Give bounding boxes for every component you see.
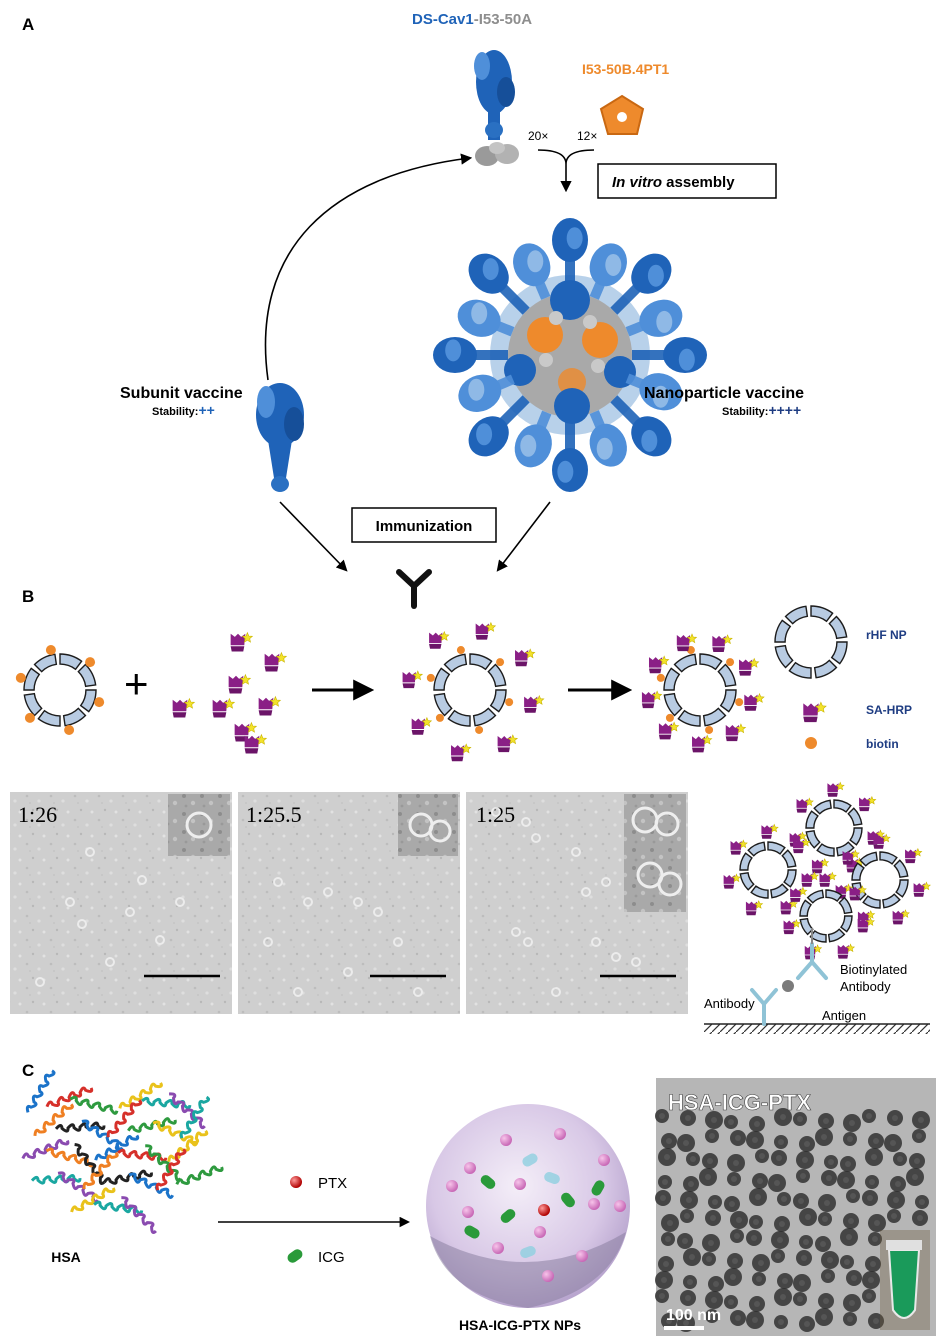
ratio-left: 20×	[528, 129, 548, 143]
legend-sahrp: SA-HRP	[866, 703, 912, 717]
hsa-icg-ptx-tem-image: HSA-ICG-PTX 100 nm	[655, 1078, 936, 1336]
legend-rhf: rHF NP	[866, 628, 907, 642]
tem-ratio-2: 1:25.5	[246, 802, 302, 827]
subunit-immunization-arrow	[279, 501, 348, 572]
assay-surface	[704, 1024, 930, 1034]
antibody-icon	[396, 569, 432, 609]
title-i53-50a: I53-50A	[479, 11, 533, 28]
nanoparticle-immunization-arrow	[496, 501, 551, 572]
icg-label: ICG	[318, 1249, 345, 1266]
trimer-with-base-icon	[474, 50, 519, 166]
tem-c-title: HSA-ICG-PTX	[668, 1090, 811, 1115]
capture-antibody-icon	[750, 988, 778, 1026]
assay-biotinylated-line1: Biotinylated	[840, 962, 907, 977]
ptx-icon	[290, 1176, 302, 1188]
tem-c-scale: 100 nm	[666, 1307, 721, 1324]
assembly-box	[597, 163, 777, 199]
antigen-dot	[782, 980, 794, 992]
immunization-label: Immunization	[376, 518, 473, 535]
merge-curve	[537, 149, 595, 165]
subunit-trimer-icon	[256, 383, 304, 492]
ring-layer	[15, 605, 931, 960]
panel-a-label: A	[22, 15, 34, 34]
recycle-arrow	[264, 153, 473, 381]
component-b-label: I53-50B.4PT1	[582, 61, 669, 77]
hsa-label: HSA	[51, 1249, 81, 1265]
panel-b-label: B	[22, 587, 34, 606]
title-ds-cav1: DS-Cav1	[412, 11, 474, 28]
assembly-label: In vitro assembly	[612, 174, 735, 191]
nanoparticle-sphere-icon	[426, 1104, 630, 1308]
plus-sign: +	[124, 660, 149, 707]
hsa-protein-icon	[21, 1069, 224, 1234]
tem-image-2: 1:25.5	[238, 792, 460, 1014]
tem-ratio-1: 1:26	[18, 802, 57, 827]
immunization-box	[351, 507, 497, 543]
panel-a-title: DS-Cav1-I53-50A	[412, 11, 532, 28]
ratio-right: 12×	[577, 129, 597, 143]
nanoparticle-vaccine-title: Nanoparticle vaccine	[644, 385, 804, 402]
nanoparticle-vaccine-icon	[433, 218, 707, 492]
assay-biotinylated-line2: Antibody	[840, 979, 891, 994]
icg-icon	[287, 1249, 303, 1263]
nps-label: HSA-ICG-PTX NPs	[459, 1317, 581, 1333]
biotinylated-antibody-icon	[796, 942, 828, 980]
legend-biotin: biotin	[866, 737, 899, 751]
assay-antibody-label: Antibody	[704, 996, 755, 1011]
tem-ratio-3: 1:25	[476, 802, 515, 827]
assay-antigen-label: Antigen	[822, 1008, 866, 1023]
ptx-label: PTX	[318, 1175, 347, 1192]
subunit-vaccine-title: Subunit vaccine	[120, 385, 243, 402]
nanoparticle-stability: Stability:++++	[722, 402, 801, 418]
tem-image-3: 1:25	[466, 792, 688, 1014]
tem-image-1: 1:26	[10, 792, 232, 1014]
legend-biotin-dot	[805, 737, 817, 749]
panel-c-label: C	[22, 1061, 34, 1080]
subunit-stability: Stability:++	[152, 402, 215, 418]
pentamer-icon	[599, 94, 645, 135]
